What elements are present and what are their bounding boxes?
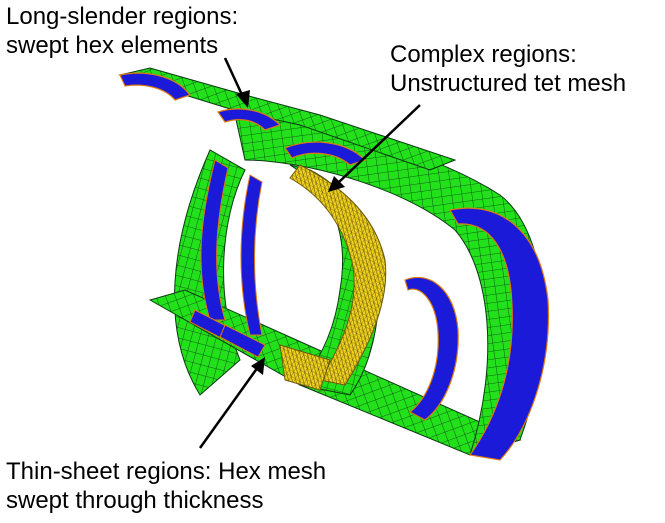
long-slender-line2: swept hex elements: [6, 32, 219, 59]
complex-line1: Complex regions:: [390, 41, 577, 68]
long-slender-line1: Long-slender regions:: [6, 3, 239, 30]
long-slender-annotation: Long-slender regions: swept hex elements: [6, 2, 238, 60]
complex-annotation: Complex regions: Unstructured tet mesh: [390, 40, 626, 98]
thin-sheet-line1: Thin-sheet regions: Hex mesh: [6, 458, 327, 485]
annotation-arrows: [198, 57, 421, 449]
thin-sheet-arrowhead: [251, 357, 265, 375]
flanges: [119, 72, 550, 461]
thin-sheet-line2: swept through thickness: [6, 487, 264, 514]
long-slender-arrowhead: [236, 90, 250, 108]
thin-sheet-annotation: Thin-sheet regions: Hex mesh swept throu…: [6, 457, 326, 515]
complex-arrowhead: [328, 176, 345, 192]
thin-sheet-arrow: [198, 366, 260, 449]
long-slender-arrow: [223, 57, 245, 98]
complex-line2: Unstructured tet mesh: [390, 70, 627, 97]
complex-arrow: [337, 104, 421, 184]
tet-regions: [279, 164, 387, 391]
